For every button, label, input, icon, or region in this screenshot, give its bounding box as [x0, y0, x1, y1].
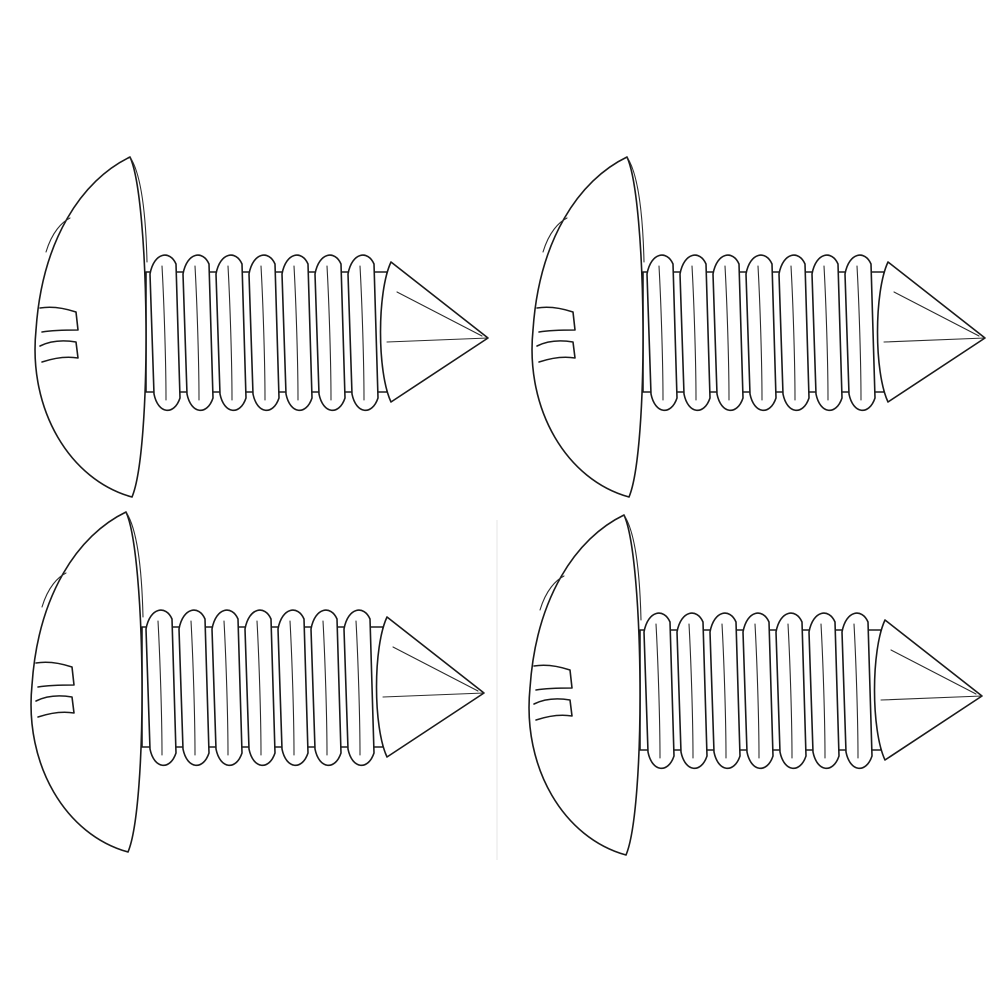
head-slot-lower	[533, 698, 573, 721]
thread-crest-line	[190, 620, 196, 756]
head-rim-line	[623, 514, 642, 621]
head-edge-highlight	[45, 217, 71, 253]
head-edge-highlight	[41, 572, 67, 608]
thread-crest-line	[655, 623, 661, 759]
thread-crest-line	[194, 265, 200, 401]
head-slot-upper	[533, 664, 573, 691]
thread-crest-line	[823, 265, 829, 401]
thread-crest-line	[658, 265, 664, 401]
tip-facet-line	[890, 649, 977, 695]
thread-crest-line	[721, 623, 727, 759]
thread-crest-line	[790, 265, 796, 401]
head-slot-upper	[536, 306, 576, 333]
thread-crest-line	[256, 620, 262, 756]
round-head-slotted-screw-icon	[528, 514, 983, 856]
thread-crest-line	[223, 620, 229, 756]
screw-tip	[873, 619, 983, 761]
round-head-slotted-screw-icon	[34, 156, 489, 498]
head-slot-upper	[35, 661, 75, 688]
head-slot-upper	[39, 306, 79, 333]
screw-head	[528, 514, 641, 856]
thread-crest-line	[322, 620, 328, 756]
head-slot-lower	[39, 340, 79, 363]
thread-crest-line	[359, 265, 365, 401]
screw-head	[531, 156, 644, 498]
tip-facet-line	[392, 646, 479, 692]
screw-head	[34, 156, 147, 498]
thread-crest-line	[787, 623, 793, 759]
head-rim-line	[129, 156, 148, 263]
tip-axis-line	[880, 695, 983, 701]
thread-crest-line	[161, 265, 167, 401]
head-rim-line	[125, 511, 144, 618]
head-slot-lower	[536, 340, 576, 363]
thread-crest-line	[227, 265, 233, 401]
thread-crest-line	[853, 623, 859, 759]
screw-tip	[375, 616, 485, 758]
thread-crest-line	[688, 623, 694, 759]
thread-crest-line	[326, 265, 332, 401]
thread-crest-line	[757, 265, 763, 401]
tip-axis-line	[386, 337, 489, 343]
thread-crest-line	[157, 620, 163, 756]
screw-head	[30, 511, 143, 853]
round-head-slotted-screw-icon	[30, 511, 485, 853]
round-head-slotted-screw-icon	[531, 156, 986, 498]
screws-group	[30, 156, 986, 856]
thread-crest-line	[260, 265, 266, 401]
head-slot-lower	[35, 695, 75, 718]
tip-facet-line	[893, 291, 980, 337]
tip-axis-line	[883, 337, 986, 343]
tip-facet-line	[396, 291, 483, 337]
head-rim-line	[626, 156, 645, 263]
screw-tip	[876, 261, 986, 403]
thread-crest-line	[691, 265, 697, 401]
thread-crest-line	[754, 623, 760, 759]
thread-crest-line	[355, 620, 361, 756]
thread-crest-line	[724, 265, 730, 401]
thread-crest-line	[293, 265, 299, 401]
head-edge-highlight	[542, 217, 568, 253]
head-edge-highlight	[539, 575, 565, 611]
screw-tip	[379, 261, 489, 403]
thread-crest-line	[856, 265, 862, 401]
thread-crest-line	[820, 623, 826, 759]
tip-axis-line	[382, 692, 485, 698]
thread-crest-line	[289, 620, 295, 756]
